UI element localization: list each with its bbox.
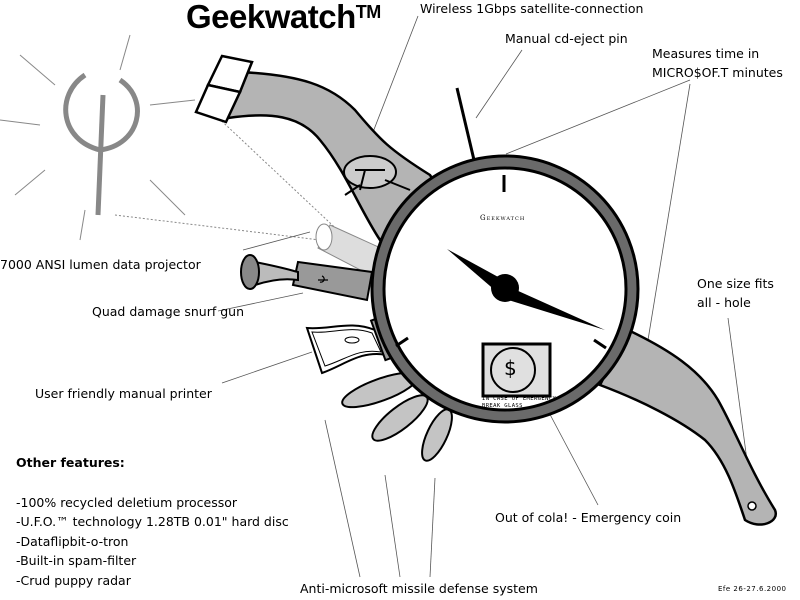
watch-hands	[447, 249, 605, 330]
title-text: Geekwatch	[186, 0, 356, 35]
feature-item: -Crud puppy radar	[16, 572, 131, 588]
strap-hole	[747, 501, 757, 511]
label-missile: Anti-microsoft missile defense system	[300, 581, 538, 596]
satellite-signal-icon	[0, 34, 381, 271]
other-features: Other features: -100% recycled deletium …	[16, 453, 289, 591]
features-heading: Other features:	[16, 455, 125, 470]
emergency-line-2: break glass	[482, 403, 523, 409]
lower-strap	[598, 328, 777, 526]
cd-eject-pin	[455, 87, 476, 161]
feature-item: -U.F.O.™ technology 1.28TB 0.01" hard di…	[16, 514, 289, 530]
label-cd-eject: Manual cd-eject pin	[505, 31, 628, 46]
feature-item: -Dataflipbit-o-tron	[16, 533, 129, 549]
missile-defense-fingers	[341, 371, 453, 462]
label-measures-1: Measures time in	[652, 46, 760, 61]
label-snurf: Quad damage snurf gun	[92, 304, 245, 319]
emergency-caption: In case of emergencybreak glass	[482, 396, 556, 410]
label-one-size-2: all - hole	[697, 295, 751, 310]
dial-brand: Geekwatch	[480, 214, 526, 222]
emergency-coin-box	[481, 342, 552, 398]
label-measures-2: MICRO$OF.T minutes	[652, 65, 783, 80]
satellite-dish-icon	[343, 155, 411, 196]
feature-item: -100% recycled deletium processor	[16, 494, 238, 510]
projector-icon	[315, 223, 386, 276]
leader-lines	[217, 15, 753, 578]
page-title: GeekwatchTM	[186, 0, 381, 36]
snurf-gun-icon	[240, 254, 374, 302]
emergency-line-1: In case of emergency	[482, 396, 557, 402]
label-printer: User friendly manual printer	[35, 386, 212, 401]
label-wireless: Wireless 1Gbps satellite-connection	[420, 1, 644, 16]
dollar-coin-icon: $	[504, 356, 517, 380]
hour-markers	[395, 175, 607, 350]
trademark-mark: TM	[355, 2, 382, 22]
label-cola: Out of cola! - Emergency coin	[495, 510, 682, 525]
label-projector: 7000 ANSI lumen data projector	[0, 257, 201, 272]
label-one-size-1: One size fits	[697, 276, 774, 291]
feature-item: -Built-in spam-filter	[16, 553, 137, 569]
satellite-panel-icon	[194, 54, 254, 124]
artist-signature: Efe 26-27.6.2000	[718, 585, 787, 593]
